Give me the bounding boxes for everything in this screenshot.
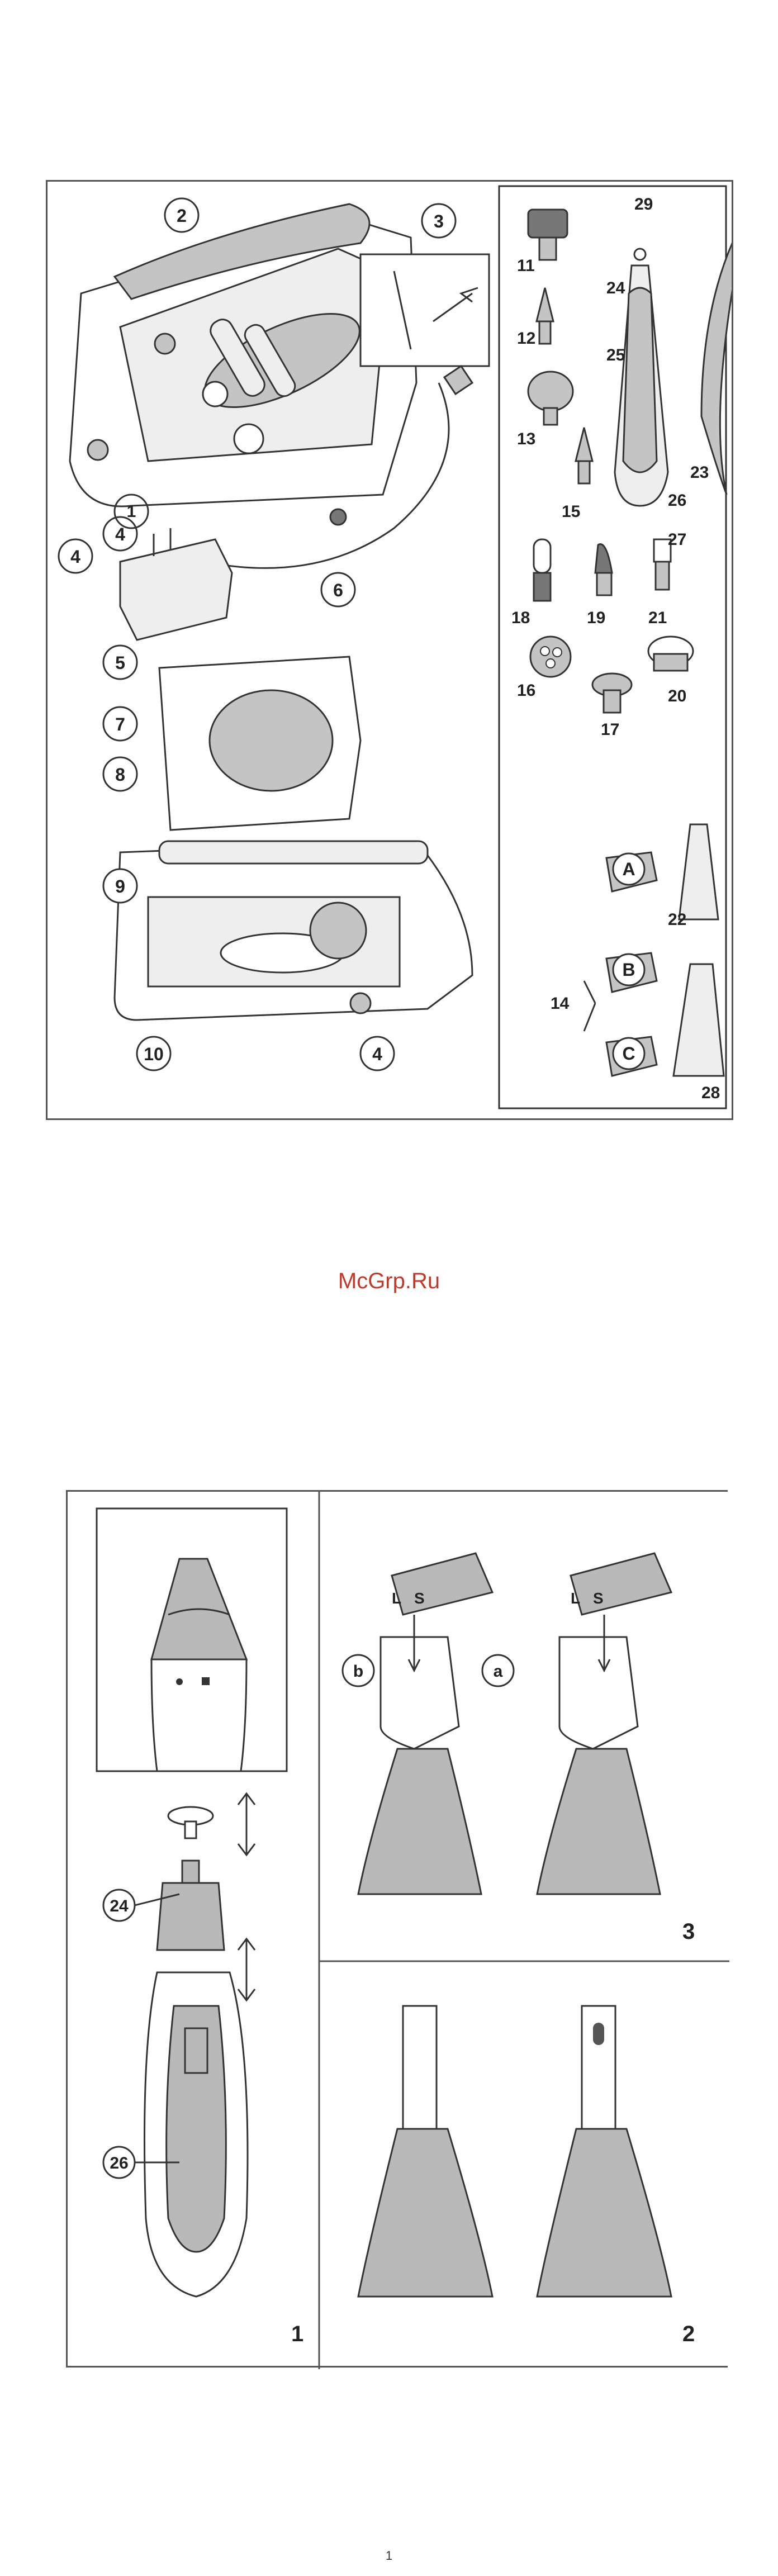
fig3-left: L S	[358, 1553, 492, 1894]
bottom-figures: .ln2 { stroke:#333; stroke-width:3; fill…	[66, 1490, 728, 2368]
svg-text:C: C	[622, 1043, 635, 1064]
fig2-right	[537, 2006, 671, 2297]
svg-text:25: 25	[606, 346, 625, 364]
svg-text:B: B	[622, 960, 635, 980]
fig3-callout-b: b	[353, 1662, 363, 1681]
svg-text:22: 22	[668, 910, 686, 929]
svg-text:12: 12	[517, 329, 535, 348]
svg-text:26: 26	[668, 491, 686, 510]
svg-text:23: 23	[690, 463, 709, 482]
fig3-callout-a: a	[494, 1662, 503, 1681]
power-adapter	[120, 528, 232, 640]
svg-text:L: L	[392, 1590, 401, 1607]
fig3-right: L S	[537, 1553, 671, 1894]
svg-text:18: 18	[511, 609, 530, 627]
svg-text:28: 28	[701, 1084, 720, 1102]
callout-1-label: 1	[127, 502, 136, 521]
svg-text:14: 14	[551, 994, 570, 1013]
callout-3: 3	[434, 211, 444, 231]
callout-7: 7	[115, 714, 125, 734]
svg-text:S: S	[414, 1590, 425, 1607]
callout-2: 2	[177, 206, 187, 226]
svg-text:11: 11	[517, 257, 535, 275]
page-number: 1	[0, 2549, 778, 2563]
svg-text:13: 13	[517, 430, 535, 448]
svg-text:24: 24	[606, 279, 625, 297]
svg-text:20: 20	[668, 687, 686, 705]
callout-10: 10	[144, 1044, 164, 1064]
fig1-callout-24: 24	[110, 1897, 129, 1915]
svg-text:17: 17	[601, 720, 619, 739]
svg-text:L: L	[571, 1590, 580, 1607]
bottom-illustration: .ln2 { stroke:#333; stroke-width:3; fill…	[68, 1492, 729, 2369]
svg-text:S: S	[593, 1590, 604, 1607]
svg-text:21: 21	[648, 609, 667, 627]
socket-icon	[330, 509, 346, 525]
svg-text:15: 15	[562, 502, 580, 521]
svg-text:A: A	[622, 859, 635, 879]
overview-figure: .ln { stroke:#333; stroke-width:3; fill:…	[46, 180, 733, 1120]
fig3-label: 3	[682, 1919, 695, 1944]
fig1-callout-26: 26	[110, 2154, 128, 2172]
callout-5: 5	[115, 653, 125, 673]
fig1-label: 1	[291, 2322, 303, 2346]
svg-text:16: 16	[517, 681, 535, 700]
callout-6: 6	[333, 580, 343, 600]
callout-8: 8	[115, 765, 125, 785]
callout-4b: 4	[70, 547, 80, 567]
mirror	[210, 690, 333, 791]
svg-text:27: 27	[668, 530, 686, 549]
fig2-left	[358, 2006, 492, 2297]
svg-text:19: 19	[587, 609, 605, 627]
overview-illustration: .ln { stroke:#333; stroke-width:3; fill:…	[48, 182, 732, 1118]
svg-text:29: 29	[634, 195, 653, 214]
callout-4c: 4	[372, 1044, 382, 1064]
fig2-label: 2	[682, 2322, 695, 2346]
watermark-text: McGrp.Ru	[0, 1269, 778, 1294]
inset-box	[360, 254, 489, 366]
manicure-unit-mirror	[115, 657, 472, 1020]
callout-9: 9	[115, 876, 125, 896]
